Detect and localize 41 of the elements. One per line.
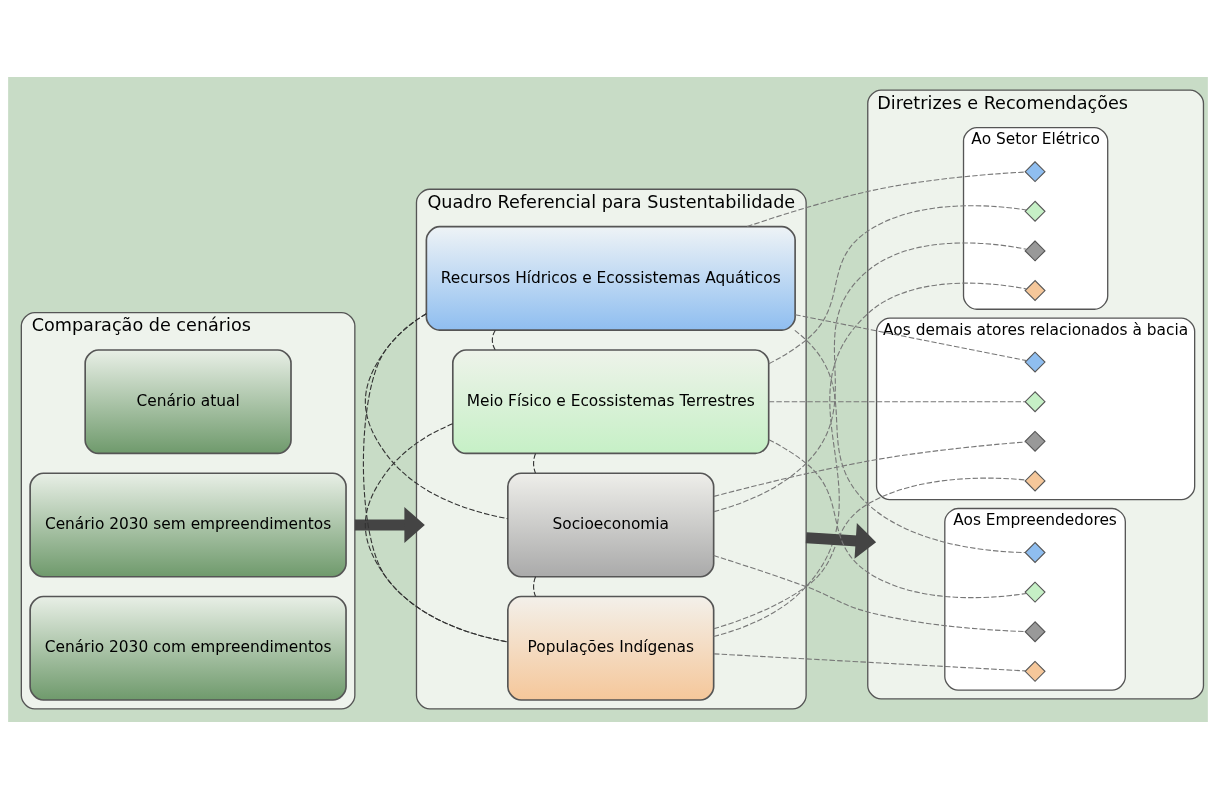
node-box: Cenário 2030 com empreendimentos: [29, 595, 347, 701]
node-box: Populações Indígenas: [507, 595, 715, 701]
connector: [794, 313, 1028, 361]
node-box: Cenário atual: [84, 348, 292, 454]
node-diamond: [1024, 200, 1046, 222]
node-diamond: [1024, 390, 1046, 412]
cluster: Ao Setor Elétrico: [962, 126, 1109, 310]
node-diamond: [1024, 541, 1046, 563]
connector: [794, 329, 1026, 553]
connector: [713, 282, 1027, 637]
node-box: Socioeconomia: [507, 471, 715, 578]
node-diamond: [1024, 620, 1046, 642]
connector: [533, 575, 537, 597]
connector: [713, 440, 1027, 497]
connector: [768, 204, 1027, 364]
connector: [768, 400, 1026, 402]
node-diamond: [1024, 279, 1046, 301]
node-diamond: [1024, 660, 1046, 682]
connector: [713, 477, 1027, 629]
arrow: [354, 506, 425, 543]
connector: [713, 241, 1028, 512]
node-diamond: [1024, 239, 1046, 262]
connector: [768, 438, 1027, 598]
node-diamond: [1024, 430, 1046, 452]
node-diamond: [1024, 160, 1046, 182]
arrow: [805, 522, 877, 559]
connector: [713, 554, 1026, 632]
connector: [713, 652, 1026, 671]
connector: [362, 312, 509, 642]
node-diamond: [1024, 350, 1046, 373]
connector: [746, 171, 1026, 227]
node-diamond: [1024, 469, 1046, 492]
node-box: Cenário 2030 sem empreendimentos: [29, 471, 347, 578]
connector: [491, 329, 496, 350]
node-diamond: [1024, 580, 1046, 603]
node-box: Recursos Hídricos e Ecossistemas Aquáticos: [425, 225, 796, 331]
cluster: Aos demais atores relacionados à bacia: [875, 316, 1196, 500]
node-box: Meio Físico e Ecossistemas Terrestres: [451, 348, 770, 454]
cluster: Aos Empreendedores: [944, 507, 1126, 691]
connector: [364, 312, 509, 519]
connector: [533, 452, 537, 474]
